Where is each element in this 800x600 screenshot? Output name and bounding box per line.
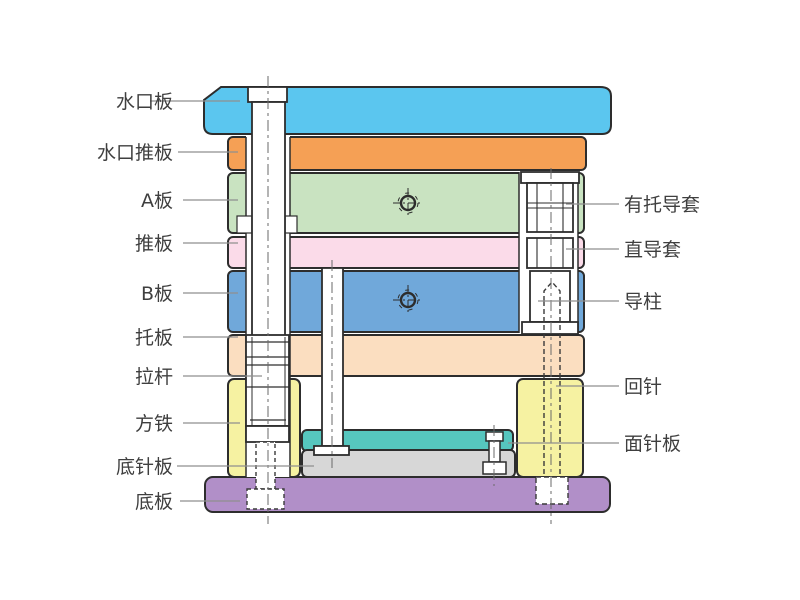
label-puller-rod: 拉杆 (135, 366, 173, 388)
label-runner-stripper-plate: 水口推板 (97, 142, 173, 164)
label-a-plate: A板 (141, 190, 173, 212)
labels-right: 有托导套 直导套 导柱 回针 面针板 (624, 194, 700, 455)
guide-pillar (521, 270, 579, 335)
label-stripper-plate: 推板 (135, 233, 173, 255)
label-support-plate: 托板 (135, 327, 173, 349)
labels-left: 水口板 水口推板 A板 推板 B板 托板 拉杆 方铁 底针板 底板 (97, 91, 173, 513)
label-guide-pillar: 导柱 (624, 291, 662, 313)
runner-stripper-plate (227, 136, 587, 171)
label-b-plate: B板 (141, 283, 173, 305)
label-runner-plate: 水口板 (116, 91, 173, 113)
label-bottom-plate: 底板 (135, 491, 173, 513)
return-pin-hidden (535, 280, 569, 505)
stripper-plate (227, 236, 585, 269)
label-ejector-retainer-plate: 面针板 (624, 433, 681, 455)
center-lines (267, 76, 552, 524)
puller-rod (245, 86, 290, 443)
screw-hole-symbol-a-plate (393, 188, 423, 218)
label-ejector-base-plate: 底针板 (116, 456, 173, 478)
straight-guide-bushing (526, 237, 574, 269)
label-return-pin: 回针 (624, 376, 662, 398)
label-shouldered-guide-bushing: 有托导套 (624, 194, 700, 216)
support-plate (227, 334, 585, 377)
label-spacer-block: 方铁 (135, 413, 173, 435)
shouldered-guide-bushing (520, 171, 580, 233)
spacer-block-right (516, 378, 584, 478)
runner-plate (203, 86, 612, 135)
a-plate (227, 172, 585, 234)
ejector-base-plate (301, 449, 516, 478)
screw-hole-symbol-b-plate (393, 285, 423, 315)
leader-lines (150, 100, 619, 502)
label-straight-guide-bushing: 直导套 (624, 239, 681, 261)
